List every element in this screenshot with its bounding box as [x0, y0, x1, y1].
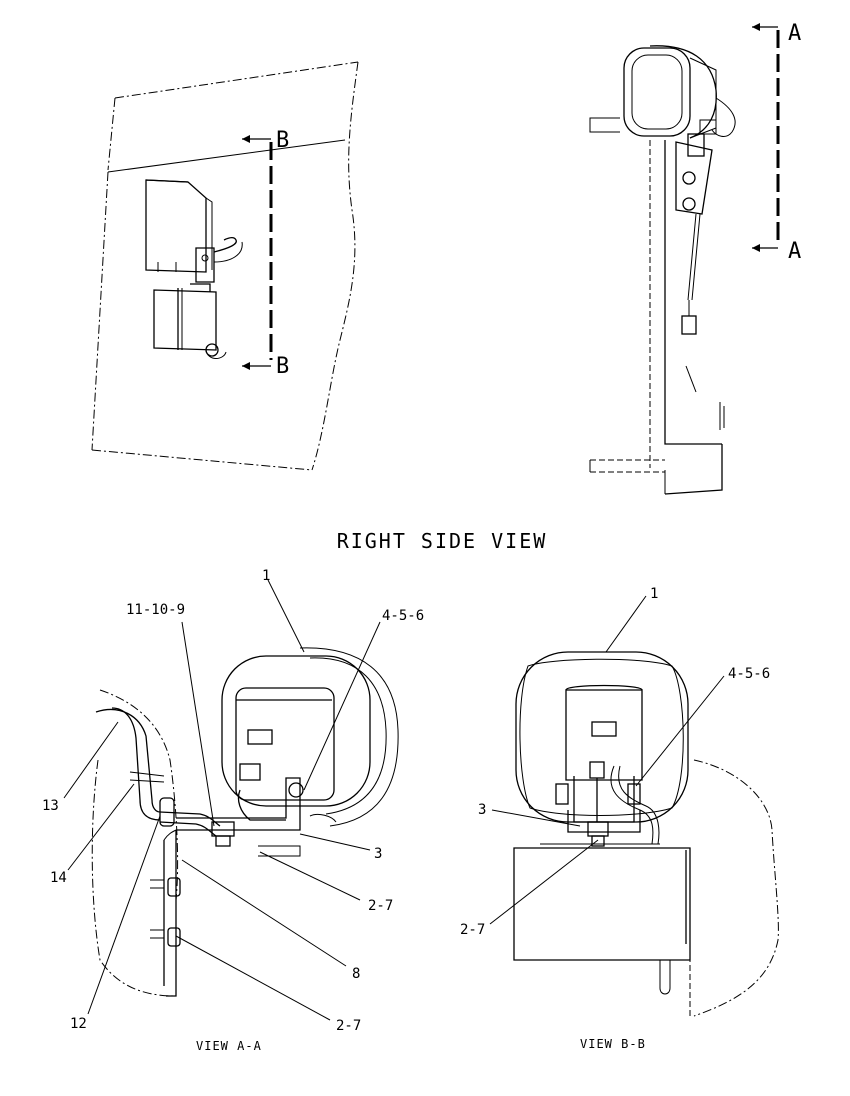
caption-view-aa: VIEW A-A — [196, 1039, 262, 1053]
view-title: RIGHT SIDE VIEW — [337, 529, 548, 553]
top-right-view: A A — [589, 21, 801, 495]
section-b-top-label: B — [276, 128, 289, 153]
callout-bb-4-5-6: 4-5-6 — [728, 666, 770, 682]
callout-aa-1: 1 — [262, 568, 270, 584]
view-aa: 1 11-10-9 4-5-6 13 14 3 2-7 8 12 2-7 VIE… — [42, 568, 424, 1053]
callout-aa-14: 14 — [50, 870, 67, 886]
view-bb: 1 4-5-6 3 2-7 VIEW B-B — [460, 586, 779, 1051]
callout-aa-8: 8 — [352, 966, 360, 982]
callout-bb-3: 3 — [478, 802, 486, 818]
callout-bb-1: 1 — [650, 586, 658, 602]
callout-aa-11-10-9: 11-10-9 — [126, 602, 185, 618]
callout-bb-2-7: 2-7 — [460, 922, 485, 938]
top-left-view: B B — [91, 61, 359, 471]
callout-aa-12: 12 — [70, 1016, 87, 1032]
caption-view-bb: VIEW B-B — [580, 1037, 646, 1051]
callout-aa-2-7-lower: 2-7 — [336, 1018, 361, 1034]
section-a-bottom-label: A — [788, 239, 801, 264]
callout-aa-3: 3 — [374, 846, 382, 862]
callout-aa-2-7-upper: 2-7 — [368, 898, 393, 914]
section-b-bottom-label: B — [276, 354, 289, 379]
callout-aa-4-5-6: 4-5-6 — [382, 608, 424, 624]
callout-aa-13: 13 — [42, 798, 59, 814]
section-a-top-label: A — [788, 21, 801, 46]
